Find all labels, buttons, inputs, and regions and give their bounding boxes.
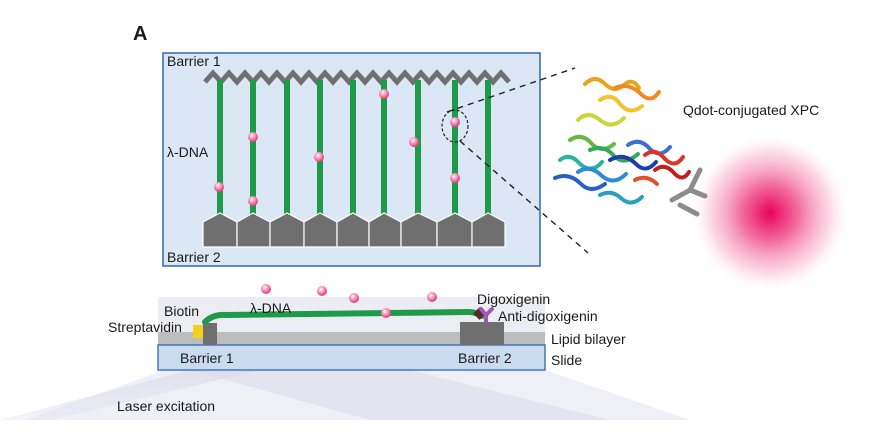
anti-digoxigenin-icon — [479, 307, 494, 324]
qdot-bead — [381, 308, 391, 318]
barrier-1-block — [203, 323, 217, 345]
barrier-2-pentagons — [202, 212, 506, 248]
streptavidin-block — [193, 325, 203, 338]
dna-label: λ-DNA — [167, 144, 209, 160]
dna-strands — [217, 80, 491, 220]
glass-slide — [157, 344, 546, 371]
streptavidin-label: Streptavidin — [108, 319, 182, 335]
qdot-bead — [248, 196, 258, 206]
panel-letter: A — [133, 23, 147, 45]
ribbon-protein-structure — [553, 77, 691, 205]
qdot-bead — [314, 152, 324, 162]
side-view-panel: Biotin Streptavidin λ-DNA Digoxigenin An… — [0, 284, 690, 420]
qdot-bead — [261, 284, 271, 294]
anti-digoxigenin-label: Anti-digoxigenin — [498, 308, 598, 324]
quantum-dot-glow — [690, 133, 850, 293]
side-barrier-2-label: Barrier 2 — [458, 350, 512, 366]
digoxigenin-label: Digoxigenin — [477, 291, 550, 307]
barrier-2-label: Barrier 2 — [167, 249, 221, 265]
inset-qdot-xpc: Qdot-conjugated XPC — [553, 77, 850, 293]
barrier-2-block — [460, 322, 504, 345]
slide-label: Slide — [551, 352, 582, 368]
qdot-bead — [409, 137, 419, 147]
side-barrier-1-label: Barrier 1 — [180, 350, 234, 366]
qdot-bead — [214, 182, 224, 192]
y-shaped-antibody-icon — [669, 167, 708, 217]
qdot-xpc-label: Qdot-conjugated XPC — [683, 102, 819, 118]
zoom-highlight-circle — [441, 109, 469, 143]
barrier-1-label: Barrier 1 — [167, 53, 221, 69]
qdot-bead — [450, 173, 460, 183]
qdot-bead — [379, 89, 389, 99]
qdot-bead — [248, 132, 258, 142]
qdot-beads-top — [214, 89, 460, 206]
laser-beam-cross — [190, 370, 610, 420]
lipid-bilayer-label: Lipid bilayer — [551, 331, 626, 347]
laser-excitation-label: Laser excitation — [117, 398, 215, 414]
qdot-bead — [349, 293, 359, 303]
qdot-bead — [317, 286, 327, 296]
side-dna-label: λ-DNA — [250, 300, 292, 316]
qdot-bead — [427, 292, 437, 302]
zoom-line-upper — [446, 67, 576, 113]
lipid-bilayer-layer — [158, 332, 545, 345]
top-view-panel: Barrier 1 λ-DNA Barrier 2 — [162, 52, 541, 267]
barrier-pentagon — [471, 212, 506, 248]
barrier-1-zigzag — [203, 69, 511, 86]
qdot-bead — [450, 117, 460, 127]
biotin-label: Biotin — [164, 303, 199, 319]
